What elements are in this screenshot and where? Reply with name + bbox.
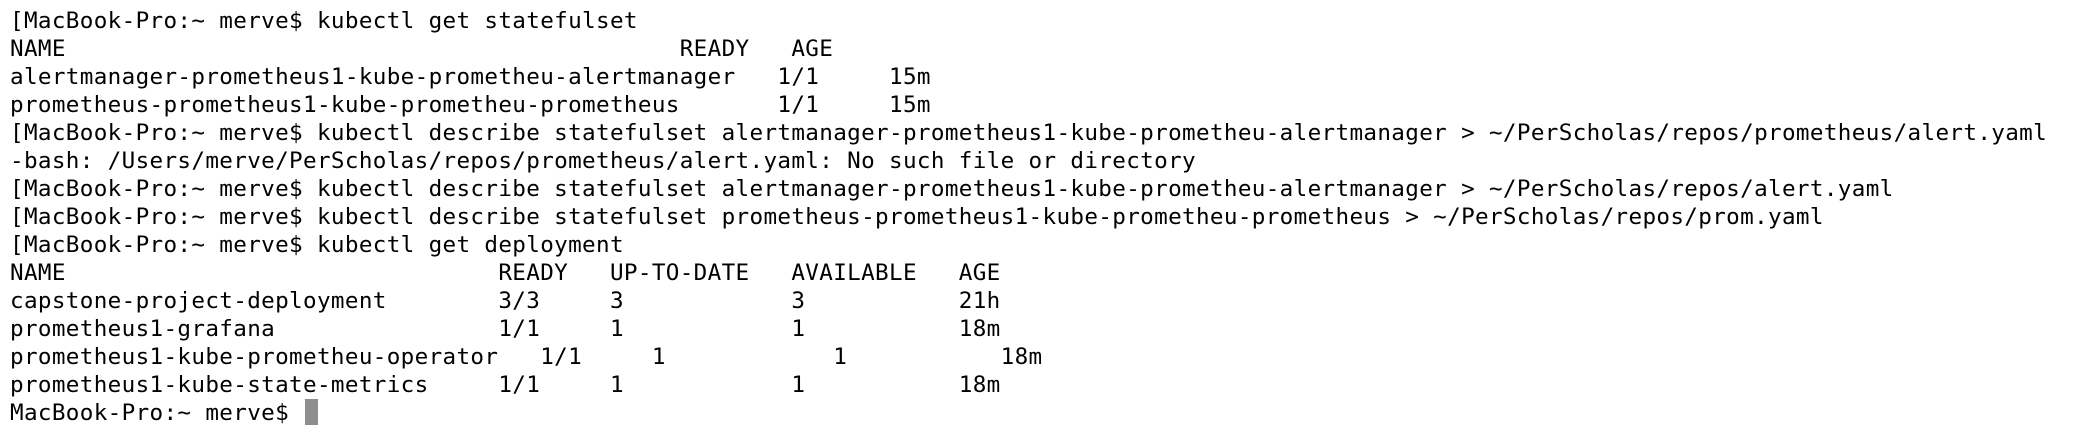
terminal-line: NAME READY AGE <box>10 36 834 62</box>
terminal-line: capstone-project-deployment 3/3 3 3 21h <box>10 288 1001 314</box>
terminal-line: NAME READY UP-TO-DATE AVAILABLE AGE <box>10 260 1001 286</box>
window-left-edge <box>0 0 2 426</box>
terminal-line: -bash: /Users/merve/PerScholas/repos/pro… <box>10 148 1196 174</box>
terminal-line: [MacBook-Pro:~ merve$ kubectl get deploy… <box>10 232 624 258</box>
terminal-output: [MacBook-Pro:~ merve$ kubectl get statef… <box>10 7 2047 427</box>
terminal-line: prometheus1-kube-prometheu-operator 1/1 … <box>10 344 1043 370</box>
terminal-line: alertmanager-prometheus1-kube-prometheu-… <box>10 64 931 90</box>
text-cursor <box>305 399 319 425</box>
terminal-line: [MacBook-Pro:~ merve$ kubectl describe s… <box>10 120 2048 146</box>
terminal-line: [MacBook-Pro:~ merve$ kubectl get statef… <box>10 8 638 34</box>
terminal-prompt: MacBook-Pro:~ merve$ <box>10 400 304 426</box>
terminal-prompt-line[interactable]: MacBook-Pro:~ merve$ <box>10 399 2047 427</box>
terminal-line: prometheus1-kube-state-metrics 1/1 1 1 1… <box>10 372 1001 398</box>
terminal-line: [MacBook-Pro:~ merve$ kubectl describe s… <box>10 176 1894 202</box>
terminal-line: prometheus1-grafana 1/1 1 1 18m <box>10 316 1001 342</box>
terminal-line: prometheus-prometheus1-kube-prometheu-pr… <box>10 92 931 118</box>
terminal-line: [MacBook-Pro:~ merve$ kubectl describe s… <box>10 204 1824 230</box>
